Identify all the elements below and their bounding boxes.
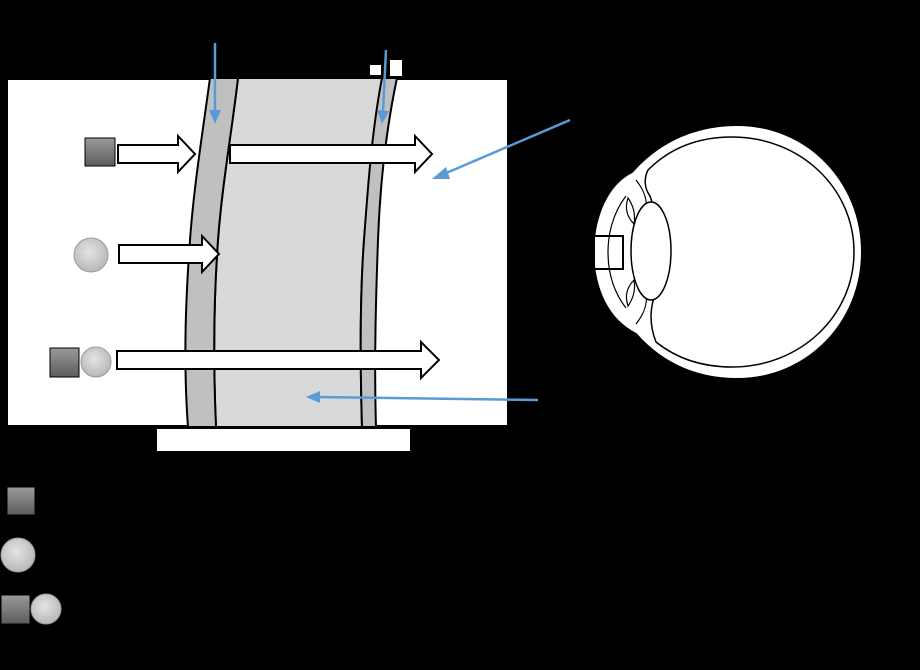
legend-gray-square-icon: [6, 486, 36, 516]
row-gray-square-icon: [84, 137, 116, 167]
pointer-stroma-head: [306, 391, 320, 403]
eye-cross-section: [591, 123, 864, 381]
penetration-arrow-full: [116, 339, 441, 381]
caption-box: [157, 429, 410, 451]
row-light-circle-icon: [73, 237, 109, 273]
penetration-arrow-short: [117, 133, 197, 175]
pointer-epithelium-head: [209, 110, 221, 124]
penetration-arrow-blocked: [118, 233, 221, 275]
legend-square-and-circle-square-icon: [0, 594, 31, 625]
pointer-endothelium: [381, 49, 388, 113]
eye-cornea-inner: [607, 195, 627, 309]
label-marker: [390, 60, 402, 76]
row-square-and-circle-circle-icon: [80, 346, 112, 378]
legend-light-circle-icon: [0, 537, 36, 573]
cornea-zoom-box: [593, 235, 624, 270]
pointer-endothelium-head: [377, 110, 389, 124]
eye-iris-lower: [625, 278, 636, 308]
legend: [0, 486, 62, 625]
pointer-stroma: [317, 395, 539, 402]
eye-lens: [630, 201, 672, 301]
endothelium-layer: [359, 77, 399, 428]
row-square-and-circle-square-icon: [49, 347, 80, 378]
penetration-arrow-stroma: [229, 133, 434, 175]
pointer-aqueous-head: [432, 167, 450, 179]
pointer-arrows: [209, 43, 571, 403]
label-marker: [370, 65, 381, 75]
legend-square-and-circle-circle-icon: [30, 593, 62, 625]
pointer-aqueous: [443, 118, 571, 176]
